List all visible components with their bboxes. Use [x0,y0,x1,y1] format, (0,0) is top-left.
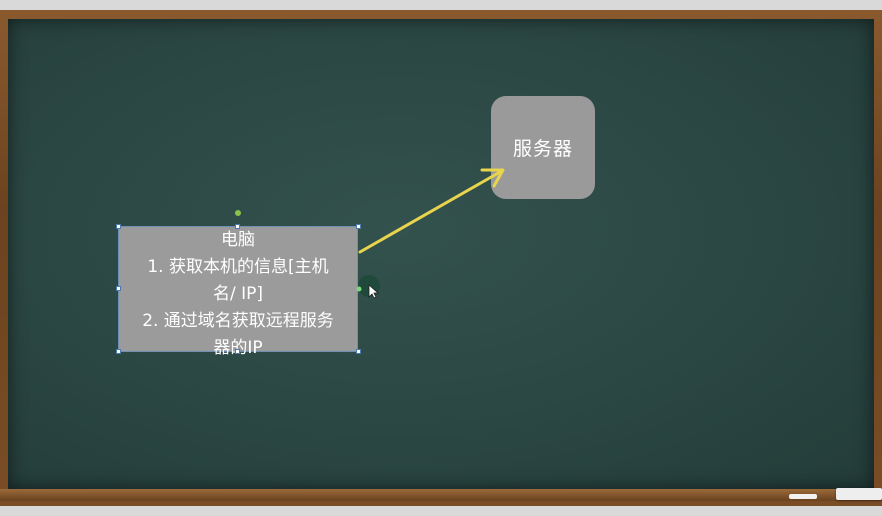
computer-step-2-cont: 器的IP [213,338,263,358]
computer-title: 电脑 [221,230,255,250]
server-node[interactable]: 服务器 [491,96,595,199]
computer-step-1: 1. 获取本机的信息[主机 [147,257,329,277]
resize-handle-top-center[interactable] [235,224,240,229]
computer-step-2: 2. 通过域名获取远程服务 [142,311,334,331]
chalk-eraser [836,488,882,500]
server-label: 服务器 [512,138,573,160]
computer-step-1-cont: 名/ IP] [212,284,264,304]
resize-handle-bottom-right[interactable] [356,349,361,354]
resize-handle-bottom-center[interactable] [235,349,240,354]
chalkboard-ledge [0,489,882,501]
resize-handle-middle-left[interactable] [116,286,121,291]
cursor-highlight [358,275,380,297]
resize-handle-top-right[interactable] [356,224,361,229]
rotate-handle[interactable] [235,210,241,216]
computer-node[interactable]: 电脑 1. 获取本机的信息[主机 名/ IP] 2. 通过域名获取远程服务 器的… [118,226,358,358]
resize-handle-bottom-left[interactable] [116,349,121,354]
resize-handle-top-left[interactable] [116,224,121,229]
chalk-piece-small [789,494,817,499]
